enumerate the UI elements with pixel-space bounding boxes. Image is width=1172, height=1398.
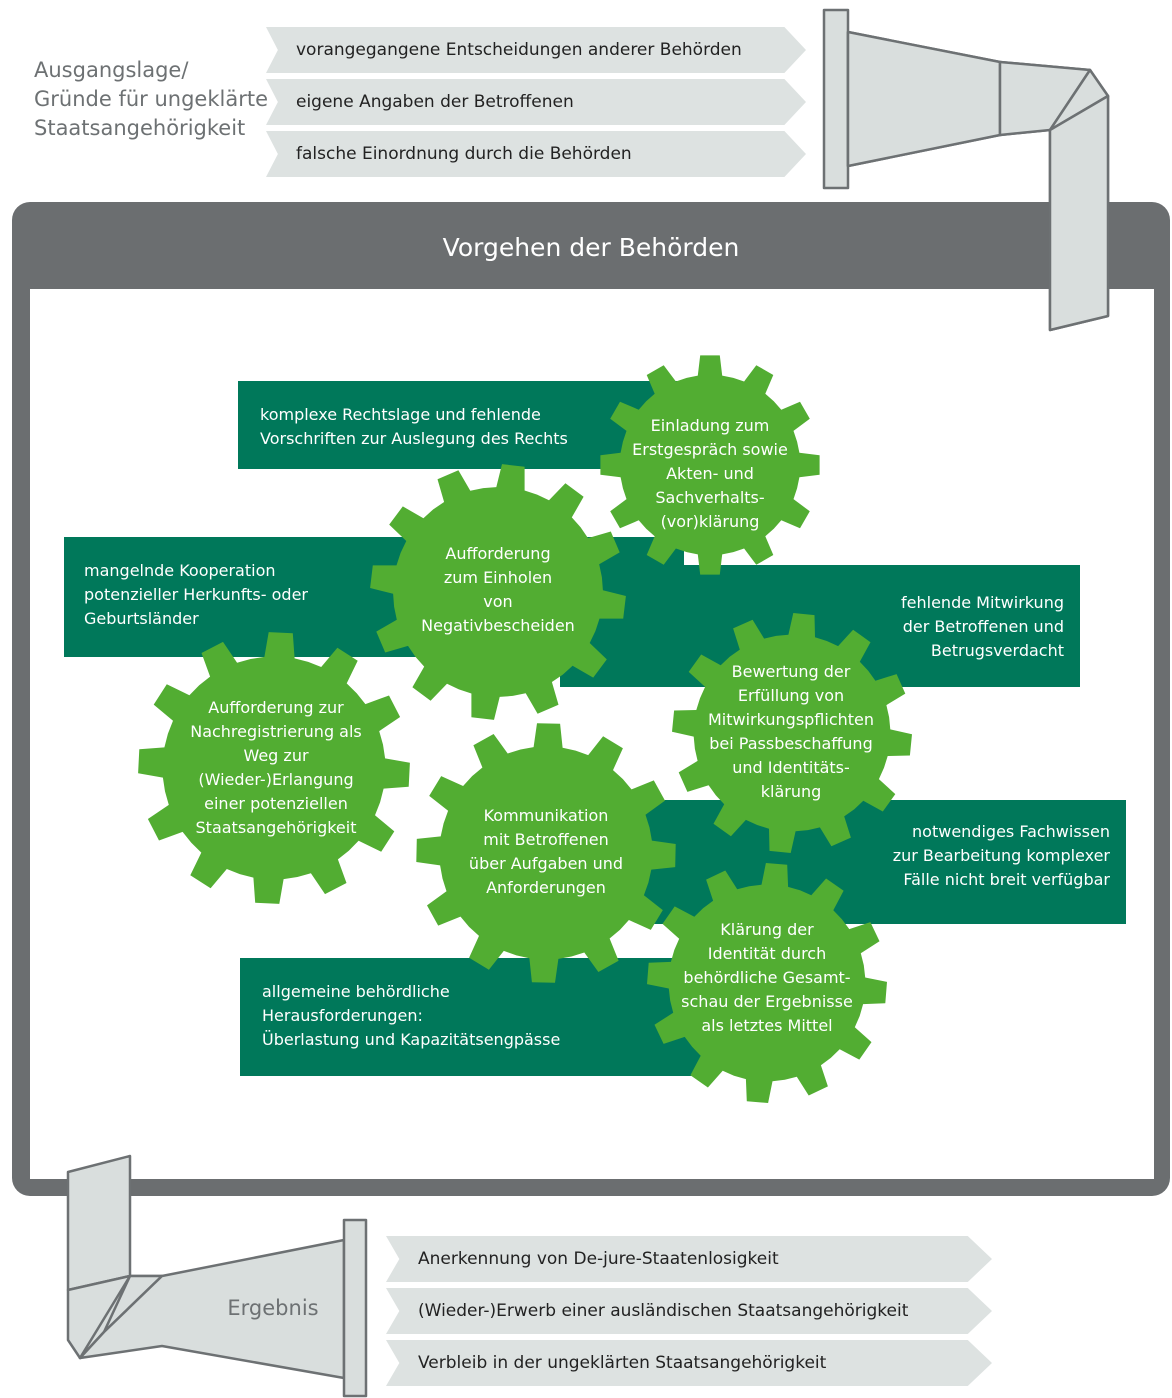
gear-icon <box>672 613 912 853</box>
challenge-text: allgemeine behördliche Herausforderungen… <box>262 982 561 1049</box>
gear-icon <box>416 723 676 983</box>
step-text: Bewertung der Erfüllung von Mitwirkungsp… <box>707 662 875 801</box>
reason-arrow: eigene Angaben der Betroffenen <box>266 79 806 125</box>
step-text: Aufforderung zur Nachregistrierung als W… <box>190 698 362 837</box>
challenge-text: fehlende Mitwirkung der Betroffenen und … <box>901 593 1064 660</box>
gear-icon <box>138 632 410 904</box>
step-text: Klärung der Identität durch behördliche … <box>681 920 853 1035</box>
outcome-text: Verbleib in der ungeklärten Staatsangehö… <box>418 1353 827 1373</box>
reason-arrow: falsche Einordnung durch die Behörden <box>266 131 806 177</box>
gear-icon <box>647 863 887 1103</box>
challenge-text: komplexe Rechtslage und fehlende Vorschr… <box>260 405 568 448</box>
step-text: Kommunikation mit Betroffenen über Aufga… <box>468 806 624 897</box>
outcome-text: Anerkennung von De-jure-Staatenlosigkeit <box>418 1249 779 1269</box>
gear-icon <box>600 355 820 575</box>
outcome-text: (Wieder-)Erwerb einer ausländischen Staa… <box>418 1301 909 1321</box>
reason-text: vorangegangene Entscheidungen anderer Be… <box>296 40 742 60</box>
challenge-text: mangelnde Kooperation potenzieller Herku… <box>84 561 308 628</box>
challenge-box: allgemeine behördliche Herausforderungen… <box>240 958 710 1076</box>
step-text: Einladung zum Erstgespräch sowie Akten- … <box>632 416 788 531</box>
outcome-arrow: Verbleib in der ungeklärten Staatsangehö… <box>386 1340 992 1386</box>
reason-text: eigene Angaben der Betroffenen <box>296 92 574 112</box>
process-title: Vorgehen der Behörden <box>442 233 740 262</box>
reason-text: falsche Einordnung durch die Behörden <box>296 144 632 164</box>
step-text: Aufforderung zum Einholen von Negativbes… <box>421 544 575 635</box>
gear-icon <box>370 464 626 720</box>
reason-arrow: vorangegangene Entscheidungen anderer Be… <box>266 27 806 73</box>
outcome-arrow: (Wieder-)Erwerb einer ausländischen Staa… <box>386 1288 992 1334</box>
result-label: Ergebnis <box>227 1296 319 1320</box>
challenge-text: notwendiges Fachwissen zur Bearbeitung k… <box>892 822 1110 889</box>
outcome-arrow: Anerkennung von De-jure-Staatenlosigkeit <box>386 1236 992 1282</box>
start-label: Ausgangslage/ Gründe für ungeklärte Staa… <box>34 58 268 140</box>
